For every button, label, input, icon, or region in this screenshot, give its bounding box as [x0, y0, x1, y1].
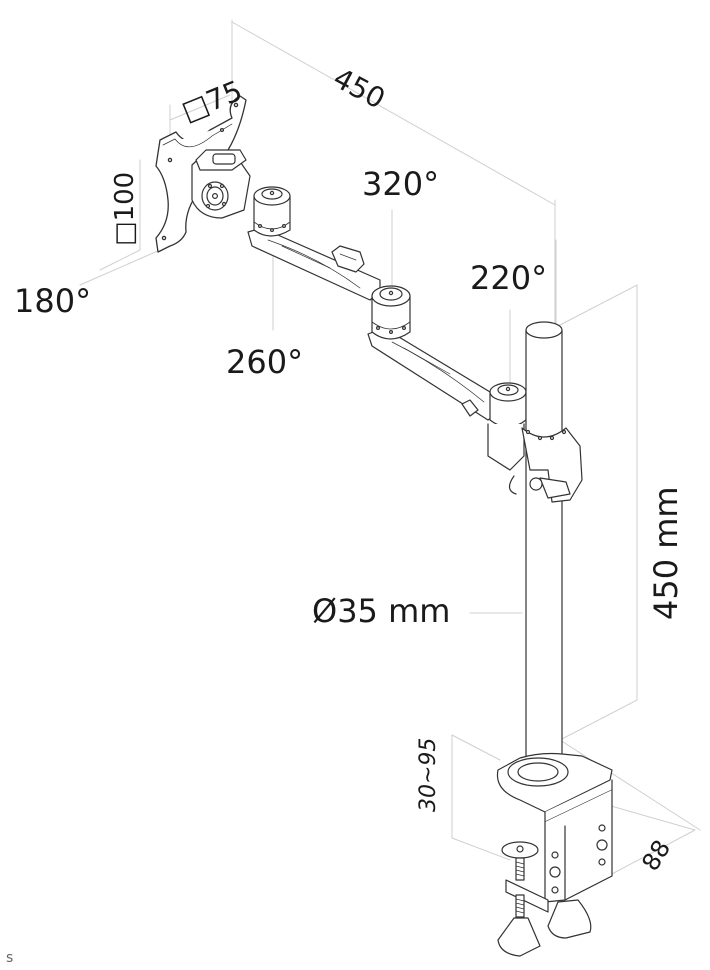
tilt-180-label: 180° — [14, 282, 92, 320]
desk-clamp — [496, 752, 613, 957]
dimension-lines — [79, 19, 701, 876]
joint-1 — [253, 186, 291, 237]
clamp-range-label: 30~95 — [416, 737, 441, 812]
rotation-320-label: 320° — [362, 165, 440, 203]
arm-segment-1 — [247, 227, 381, 301]
pole-collar — [508, 427, 583, 503]
pole-height-label: 450 mm — [647, 486, 685, 620]
joint-3 — [487, 382, 527, 471]
rotation-260-label: 260° — [226, 343, 304, 381]
rotation-220-label: 220° — [470, 259, 548, 297]
pole-diameter-label: Ø35 mm — [312, 592, 451, 630]
corner-mark: s — [6, 950, 14, 966]
tilt-head — [191, 149, 251, 219]
pole — [525, 321, 563, 771]
vesa-100-label: □100 — [110, 171, 140, 246]
joint-2 — [371, 285, 411, 340]
arm-segment-2 — [367, 327, 501, 421]
